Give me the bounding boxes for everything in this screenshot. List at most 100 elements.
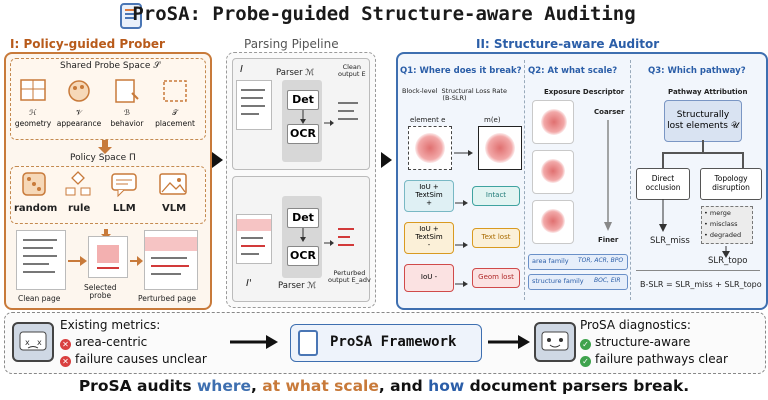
down-arrow-icon	[98, 139, 112, 158]
topology-disruption-box: Topology disruption	[700, 168, 762, 200]
direct-occlusion-box: Direct occlusion	[636, 168, 690, 200]
svg-text:x: x	[37, 338, 42, 347]
perturbed-input-doc	[236, 214, 272, 264]
bslr-formula: B-SLR = SLR_miss + SLR_topo	[640, 280, 762, 289]
topo-item-misclass-text: misclass	[709, 220, 738, 228]
clean-parser-label: Parser ℳ	[276, 68, 315, 78]
formula-divider	[636, 270, 760, 271]
footer-part-2: ,	[251, 377, 263, 395]
policy-rule: rule	[68, 203, 91, 214]
slr-topo-label: SLR_topo	[708, 256, 748, 266]
clean-page-label: Clean page	[18, 294, 61, 303]
panel-arrow-1-icon	[212, 152, 223, 168]
geometry-label: geometry	[14, 119, 52, 128]
diag-item-1: ✓structure-aware	[580, 335, 690, 350]
clean-det-module: Det	[287, 90, 319, 110]
clean-output-label: Clean output E	[338, 63, 366, 79]
geometry-symbol: ℋ	[29, 108, 37, 117]
perturbed-flow-arrow-icon	[300, 227, 306, 246]
topo-item-degraded: • degraded	[704, 231, 742, 239]
plus-arrow-icon	[68, 252, 88, 271]
svg-text:x: x	[25, 338, 30, 347]
diag-item-2: ✓failure pathways clear	[580, 352, 728, 367]
footer-part-1: ProSA audits	[78, 377, 197, 395]
q3-title: Q3: Which pathway?	[648, 66, 746, 76]
behavior-label: behavior	[110, 119, 144, 128]
behavior-symbol: ℬ	[124, 108, 130, 117]
clean-output-arrow-icon	[324, 112, 334, 131]
area-family-box	[528, 254, 628, 270]
existing-item-1-text: area-centric	[75, 335, 148, 349]
slr-miss-label: SLR_miss	[650, 236, 690, 246]
selected-probe-label: Selected probe	[84, 283, 117, 301]
prosa-framework-box	[290, 324, 482, 362]
existing-metrics-heading: Existing metrics:	[60, 318, 161, 332]
topology-items-box	[701, 206, 753, 244]
topology-arrow-icon	[722, 243, 730, 262]
bottom-arrow-1-icon	[230, 334, 280, 354]
rule-intact-arrow-icon	[455, 192, 469, 211]
topo-item-merge: • merge	[704, 209, 731, 217]
tree-left-drop	[662, 152, 664, 168]
q1-mapped-label: m(e)	[484, 116, 501, 124]
appearance-label: appearance	[56, 119, 102, 128]
pipeline-heading: Parsing Pipeline	[244, 37, 339, 51]
existing-item-2-text: failure causes unclear	[75, 352, 207, 366]
page-title: ProSA: Probe-guided Structure-aware Audi…	[132, 3, 636, 25]
check-icon: ✓	[580, 339, 591, 350]
auditor-heading: II: Structure-aware Auditor	[476, 37, 660, 51]
panel-arrow-2-icon	[381, 152, 392, 168]
rule-textlost-result: Text lost	[472, 228, 520, 248]
footer-where: where	[196, 377, 251, 395]
topo-item-misclass: • misclass	[704, 220, 738, 228]
cross-icon: ✕	[60, 356, 71, 367]
perturbed-input-label: I'	[246, 278, 252, 289]
diag-item-2-text: failure pathways clear	[595, 352, 728, 366]
rule-geomlost-arrow-icon	[455, 273, 469, 292]
scale-card-1	[532, 100, 574, 144]
right-arrow-icon	[130, 252, 144, 271]
q1-element-label: element e	[410, 116, 446, 124]
placement-icon	[160, 77, 190, 105]
appearance-symbol: 𝒱	[75, 108, 83, 117]
q1-title: Q1: Where does it break?	[400, 66, 522, 76]
dice-icon	[20, 170, 48, 202]
policy-random: random	[14, 203, 58, 214]
perturbed-parser-label: Parser ℳ	[278, 281, 317, 291]
shared-probe-space-label: Shared Probe Space 𝒮	[60, 61, 161, 71]
topo-item-merge-text: merge	[709, 209, 731, 217]
q1-subtitle: Block-level Structural Loss Rate (B-SLR)	[402, 87, 507, 103]
perturbed-output-label: Perturbed output E_adv	[328, 269, 371, 285]
rule-flowchart-icon	[64, 170, 92, 202]
rule-geomlost-condition: IoU -	[404, 264, 454, 292]
appearance-icon	[64, 77, 94, 105]
structure-family-metrics: BOC, EIR	[594, 277, 621, 284]
lost-elements-box: Structurally lost elements 𝒰	[664, 100, 742, 142]
topo-item-degraded-text: degraded	[709, 231, 742, 239]
diagnostics-heading: ProSA diagnostics:	[580, 318, 691, 332]
footer-scale: at what scale	[262, 377, 379, 395]
footer-part-3: , and	[378, 377, 429, 395]
direct-arrow-icon	[659, 199, 667, 237]
geometry-icon	[18, 77, 48, 105]
tree-right-drop	[742, 152, 744, 168]
policy-llm: LLM	[113, 203, 136, 214]
policy-space-label: Policy Space Π	[70, 153, 136, 163]
tree-branch	[662, 152, 744, 154]
q2-scale-arrow-icon	[604, 120, 612, 236]
placement-symbol: 𝒯	[172, 108, 178, 117]
q2-descriptor: Exposure Descriptor	[544, 88, 625, 96]
happy-robot-icon	[534, 322, 576, 362]
area-family-metrics: TOR, ACR, BPO	[578, 257, 624, 264]
existing-item-1: ✕area-centric	[60, 335, 147, 350]
footer-part-4: document parsers break.	[464, 377, 690, 395]
structure-family-box	[528, 274, 628, 290]
perturbed-det-module: Det	[287, 208, 319, 228]
footer-how: how	[428, 377, 465, 395]
placement-label: placement	[155, 119, 195, 128]
prosa-logo-icon	[120, 3, 142, 29]
clean-ocr-module: OCR	[287, 124, 319, 144]
rule-geomlost-result: Geom lost	[472, 268, 520, 288]
q2-q3-divider	[630, 60, 631, 300]
llm-chat-icon	[110, 170, 138, 202]
